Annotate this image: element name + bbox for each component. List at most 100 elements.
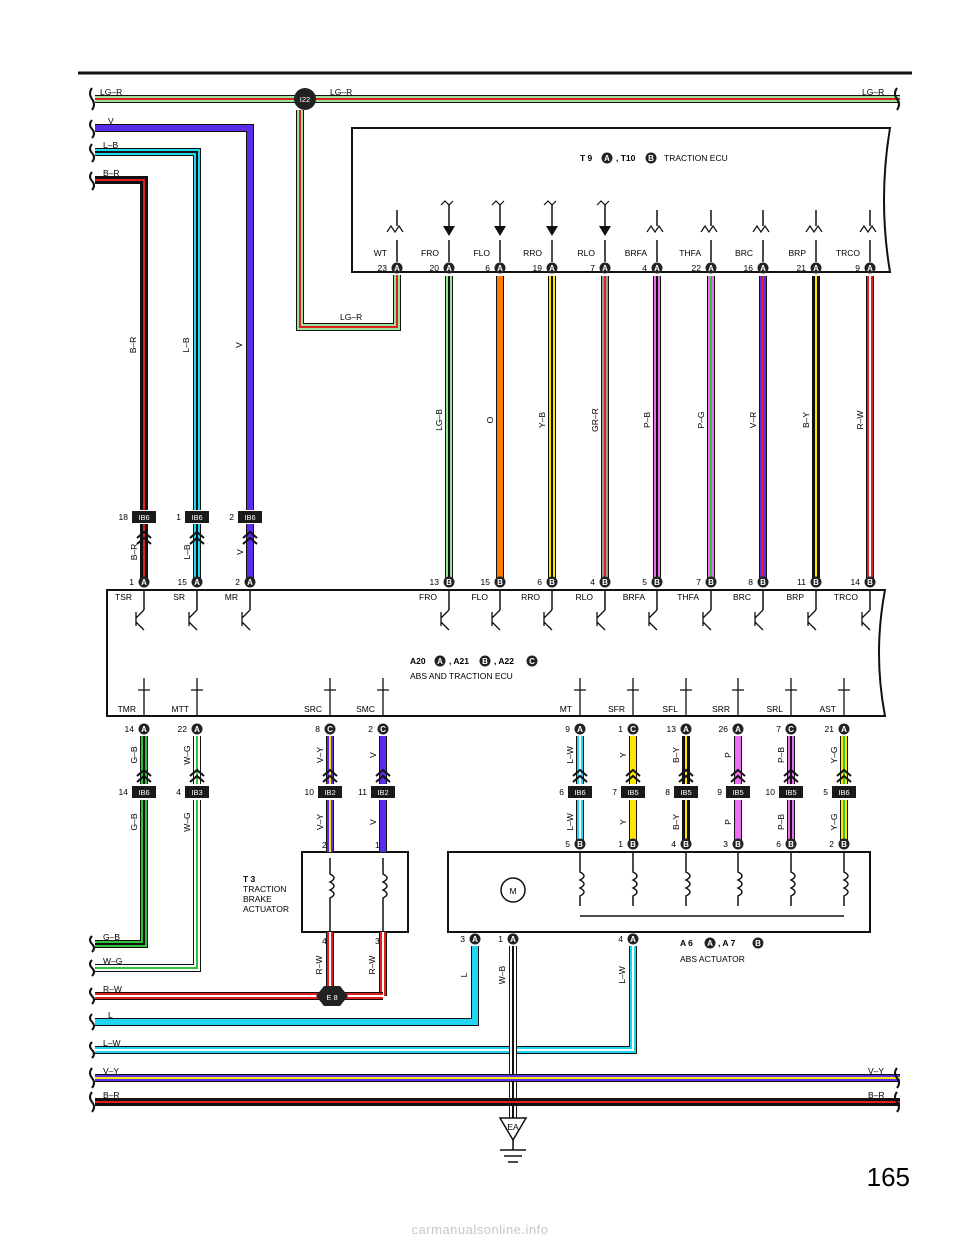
- brake-actuator-label: ACTUATOR: [243, 904, 289, 914]
- abs-actuator-top-pin: 4: [671, 839, 676, 849]
- riser-label-0: B–R: [128, 337, 138, 354]
- ground-symbol: [574, 678, 586, 691]
- wire-break-lower-2: [89, 987, 95, 1005]
- riser-label-1: L–B: [181, 337, 191, 352]
- abs-ecu-bottom-pin-badge: [574, 723, 586, 735]
- abs-ecu-bottom-pin-badge: [838, 723, 850, 735]
- abs-ecu-top-pin-num: 5: [642, 577, 647, 587]
- abs-ecu-terminal-ast: AST: [819, 704, 836, 714]
- lower-ib-pin: 9: [717, 787, 722, 797]
- abs-ecu-title-badge-a: [434, 655, 446, 667]
- ground-symbol: [732, 678, 744, 691]
- abs-actuator-wire-label: W–B: [497, 965, 507, 984]
- solenoid-coil: [684, 852, 691, 906]
- abs-ecu-title-badge-a-letter: A: [437, 657, 443, 666]
- lower-ib: [568, 786, 592, 798]
- lower-chevron: [189, 774, 205, 783]
- abs-actuator-top-badge: [732, 838, 744, 850]
- wire-label-te: LG–B: [434, 409, 444, 431]
- wire-break-right-lgr: [894, 87, 900, 111]
- diode-symbol: [443, 226, 455, 236]
- lower-ib-label: IB3: [191, 788, 202, 797]
- lower-ib-pin: 10: [305, 787, 315, 797]
- lower-upper-label: Y–G: [829, 746, 839, 763]
- lower-lower-label: V–Y: [315, 814, 325, 830]
- resistor-symbol: [752, 224, 770, 234]
- lower-ib-pin: 11: [358, 787, 367, 797]
- ground-symbol: [138, 678, 150, 691]
- abs-ecu-bottom-pin-badge-letter: C: [788, 725, 794, 734]
- ground-symbol: [785, 678, 797, 691]
- lower-ib-pin: 4: [176, 787, 181, 797]
- lower-chevron: [730, 774, 746, 783]
- lower-lower-label: G–B: [129, 813, 139, 830]
- lower-lower-label: P–B: [776, 814, 786, 830]
- traction-ecu-pin-badge-letter: A: [602, 264, 608, 273]
- wire-lgr-drop: [297, 110, 400, 330]
- lower-ib-label: IB5: [680, 788, 691, 797]
- diode-symbol: [599, 226, 611, 236]
- wire-break-bl-0: [89, 1067, 95, 1089]
- wire-v: [95, 125, 253, 510]
- motor-symbol: [500, 877, 526, 903]
- wire-label-lb: L–B: [103, 140, 118, 150]
- abs-actuator-top-badge-letter: B: [683, 840, 689, 849]
- resistor-symbol: [700, 224, 718, 234]
- splice-i22-label: I22: [300, 95, 310, 104]
- wire-break-br-1: [894, 1091, 900, 1113]
- traction-ecu-terminal-thfa: THFA: [679, 248, 701, 258]
- wire-label-v: V: [108, 116, 114, 126]
- traction-ecu-title-name: TRACTION ECU: [664, 153, 728, 163]
- solenoid-coil: [328, 858, 335, 932]
- traction-ecu-pin-num: 9: [855, 263, 860, 273]
- traction-ecu-pin-badge: [443, 262, 455, 274]
- lower-chevron: [572, 768, 588, 777]
- riser-label-2: V: [234, 342, 244, 348]
- abs-ecu-terminal-rro: RRO: [521, 592, 540, 602]
- abs-actuator-top-badge-letter: B: [577, 840, 583, 849]
- wire-lgr-drop-outline: [296, 110, 401, 331]
- lower-ib: [779, 786, 803, 798]
- wire-label-lgr-left: LG–R: [100, 87, 122, 97]
- traction-ecu-pin-badge-letter: A: [549, 264, 555, 273]
- traction-ecu-pin-badge: [546, 262, 558, 274]
- lower-ib-label: IB6: [574, 788, 585, 797]
- abs-ecu-top-pin-badge: [443, 576, 455, 588]
- riser-ib-pin: 2: [229, 512, 234, 522]
- resistor-symbol: [440, 200, 454, 206]
- wire-label-rw: R–W: [103, 984, 122, 994]
- wire-gb-stripe: [95, 800, 145, 945]
- transistor-symbol: [491, 609, 501, 631]
- lower-upper-label: W–G: [182, 745, 192, 764]
- wire-label-br-left: B–R: [103, 1090, 120, 1100]
- wire-label-te: GR–R: [590, 408, 600, 432]
- wire-label-te: V–R: [748, 412, 758, 429]
- wire-label-te: O: [485, 416, 495, 423]
- transistor-symbol: [241, 609, 251, 631]
- wire-break-lower-0: [89, 935, 95, 953]
- abs-ecu-terminal-flo: FLO: [471, 592, 488, 602]
- lower-chevron: [678, 768, 694, 777]
- traction-ecu-pin-badge-letter: A: [813, 264, 819, 273]
- traction-ecu-pin-badge: [705, 262, 717, 274]
- abs-ecu-bottom-pin-badge: [732, 723, 744, 735]
- abs-actuator-top-badge-letter: B: [630, 840, 636, 849]
- abs-ecu-terminal-brp: BRP: [787, 592, 805, 602]
- wire-label-gb: G–B: [103, 932, 120, 942]
- abs-actuator-top-badge-letter: B: [788, 840, 794, 849]
- transistor-symbol: [807, 609, 817, 631]
- traction-ecu-pin-badge: [757, 262, 769, 274]
- riser-ib: [238, 511, 262, 523]
- traction-ecu-pin-num: 22: [692, 263, 702, 273]
- lower-ib-label: IB2: [377, 788, 388, 797]
- abs-ecu-top-pin-num: 7: [696, 577, 701, 587]
- resistor-symbol: [596, 200, 610, 206]
- abs-ecu-bottom-pin-num: 14: [125, 724, 135, 734]
- traction-ecu-pin-badge: [651, 262, 663, 274]
- traction-ecu-pin-num: 21: [797, 263, 807, 273]
- abs-ecu-top-pin-badge-letter: A: [141, 578, 147, 587]
- lower-chevron: [836, 774, 852, 783]
- abs-ecu-top-pin-num: 15: [178, 577, 188, 587]
- traction-ecu-terminal-trco: TRCO: [836, 248, 860, 258]
- abs-ecu-bottom-pin-badge-letter: A: [683, 725, 689, 734]
